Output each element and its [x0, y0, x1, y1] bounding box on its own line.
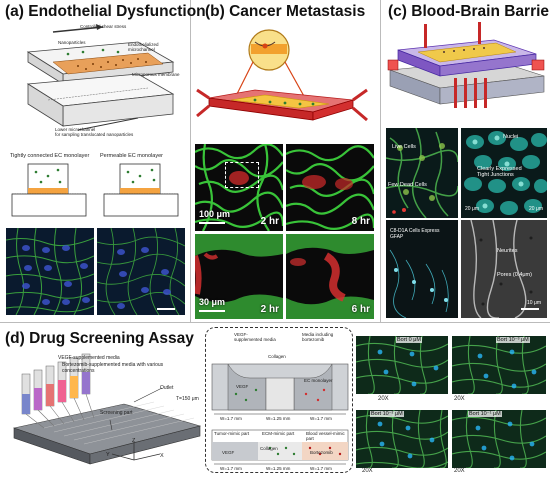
panel-a-device-schematic [26, 24, 175, 131]
panel-c-image-live: Live Cells Few Dead Cells [386, 128, 458, 218]
panel-d-cross-section: VEGF-supplemented media Media including … [205, 327, 353, 473]
panel-b-image-1-scale: 100 μm [199, 209, 231, 219]
panel-d-image-1-mag: 20X [378, 396, 389, 402]
panel-c-bbb-chip-schematic [387, 22, 545, 108]
panel-d-screening-label: Screening part [100, 410, 133, 416]
panel-a-endothelial-label: Endothelialized microchannel [128, 42, 159, 52]
panel-c-live-label: Live Cells [392, 144, 416, 150]
panel-b-image-1-time: 2 hr [260, 216, 279, 227]
panel-d-xs-tumor: Tumor-mimic part [214, 431, 250, 436]
panel-a-micrograph-left [6, 228, 94, 315]
panel-b-image-3-time: 2 hr [260, 304, 279, 315]
panel-b-image-3: 2 hr 30 μm [195, 234, 283, 319]
panel-d-image-2-mag: 20X [454, 396, 465, 402]
panel-d-xs-w4: W=1.7 mm [220, 466, 242, 471]
panel-b-roi-box [225, 162, 259, 188]
panel-b-image-1: 2 hr 100 μm [195, 144, 283, 231]
panel-a-sampling-label: for sampling translocated nanoparticles [55, 132, 134, 137]
panel-d-vegf-media-label: VEGF-supplemented media [58, 355, 120, 361]
panel-d-title: (d) Drug Screening Assay [5, 330, 194, 347]
panel-d-image-3-mag: 20X [362, 468, 373, 474]
panel-d-axis-y: Y [106, 452, 110, 458]
panel-b-image-3-scale: 30 μm [199, 297, 226, 307]
panel-c-pores-label: Pores (0.4μm) [497, 272, 532, 278]
panel-c-tight-label: Clearly Expressed Tight Junctions [477, 166, 522, 178]
panel-a-membrane-label: Microporous membrane [132, 72, 180, 77]
panel-b-image-2-time: 8 hr [351, 216, 370, 227]
panel-d-image-4-mag: 20X [454, 468, 465, 474]
panel-c-c8-label: C8-D1A Cells Express GFAP [390, 228, 440, 240]
panel-c-image-gfap: C8-D1A Cells Express GFAP [386, 220, 458, 318]
panel-a-shear-label: Controlled shear stress [80, 24, 127, 29]
panel-d-xs-vegf-sup: VEGF-supplemented media [234, 332, 276, 342]
panel-d-bortezomib-media-label: Bortezomib-supplemented media with vario… [62, 362, 164, 374]
panel-a-monolayer-diagrams [11, 163, 179, 217]
panel-d-device-render [12, 353, 202, 465]
panel-c-scale-2: 20 μm [529, 206, 543, 212]
panel-d-xs-ecm: ECM-mimic part [262, 431, 295, 436]
panel-a-nanoparticles-label: Nanoparticles [58, 40, 86, 45]
panel-d-outlet-label: Outlet [160, 385, 174, 391]
panel-d-image-4: Bort 10⁻¹ μM [452, 410, 546, 468]
panel-c-scale-1: 20 μm [465, 206, 479, 212]
panel-d-image-3-label: Bort 10⁻² μM [370, 411, 404, 417]
divider-top-bottom [0, 322, 550, 323]
panel-c-neurites-label: Neurites [497, 248, 518, 254]
panel-d-xs-w6: W=1.7 mm [310, 466, 332, 471]
panel-c-scale-3: 10 μm [527, 300, 541, 306]
panel-a-title: (a) Endothelial Dysfunction [5, 3, 206, 20]
panel-d-xs-collagen2: Collagen [260, 446, 278, 451]
panel-d-xs-ec: EC monolayer [304, 378, 333, 383]
panel-d-xs-media-bort: Media including bortezomib [302, 332, 334, 342]
panel-b-image-4: 6 hr [286, 234, 374, 319]
divider-ab [190, 0, 191, 322]
panel-b-image-1-scalebar [199, 222, 225, 224]
panel-d-image-4-label: Bort 10⁻¹ μM [468, 411, 502, 417]
panel-d-xs-w1: W=1.7 mm [220, 416, 242, 421]
panel-d-xs-bortezomib: Bortezomib [310, 450, 333, 455]
panel-c-dead-label: Few Dead Cells [388, 182, 427, 188]
panel-c-image-pores: Neurites Pores (0.4μm) 10 μm [461, 220, 547, 318]
panel-d-image-1-label: Bort 0 μM [396, 337, 422, 343]
panel-d-axis-z: Z [132, 438, 136, 444]
panel-b-image-4-time: 6 hr [351, 304, 370, 315]
panel-d-xs-w3: W=1.7 mm [310, 416, 332, 421]
panel-d-image-2-label: Bort 10⁻³ μM [496, 337, 530, 343]
panel-a-micrograph-right [97, 228, 185, 315]
panel-d-axis-x: X [160, 453, 164, 459]
panel-b-image-2: 8 hr [286, 144, 374, 231]
panel-c-title: (c) Blood-Brain Barrier [388, 3, 550, 20]
panel-a-permeable-label: Permeable EC monolayer [100, 153, 163, 159]
panel-d-thickness-label: T=150 μm [176, 396, 199, 402]
panel-d-xs-vegf2: VEGF [222, 450, 235, 455]
panel-a-lower-label: Lower microchannel [55, 127, 96, 132]
panel-b-chip-schematic [196, 29, 368, 122]
panel-d-image-1: Bort 0 μM [356, 336, 448, 394]
panel-d-xs-w2: W=1.25 mm [266, 416, 291, 421]
panel-d-xs-vegf: VEGF [236, 384, 249, 389]
panel-c-image-nuclei: Nuclei Clearly Expressed Tight Junctions… [461, 128, 547, 218]
panel-c-nuclei-label: Nuclei [503, 134, 519, 140]
panel-d-image-2: Bort 10⁻³ μM [452, 336, 546, 394]
panel-b-title: (b) Cancer Metastasis [205, 3, 366, 20]
panel-d-xs-blood: Blood vessel-mimic part [306, 431, 345, 441]
divider-bc [380, 0, 381, 322]
panel-d-xs-w5: W=1.25 mm [266, 466, 291, 471]
panel-a-tight-label: Tightly connected EC monolayer [10, 153, 90, 159]
panel-d-image-3: Bort 10⁻² μM [356, 410, 448, 468]
panel-d-xs-collagen: Collagen [268, 354, 286, 359]
panel-b-image-3-scalebar [199, 310, 225, 312]
